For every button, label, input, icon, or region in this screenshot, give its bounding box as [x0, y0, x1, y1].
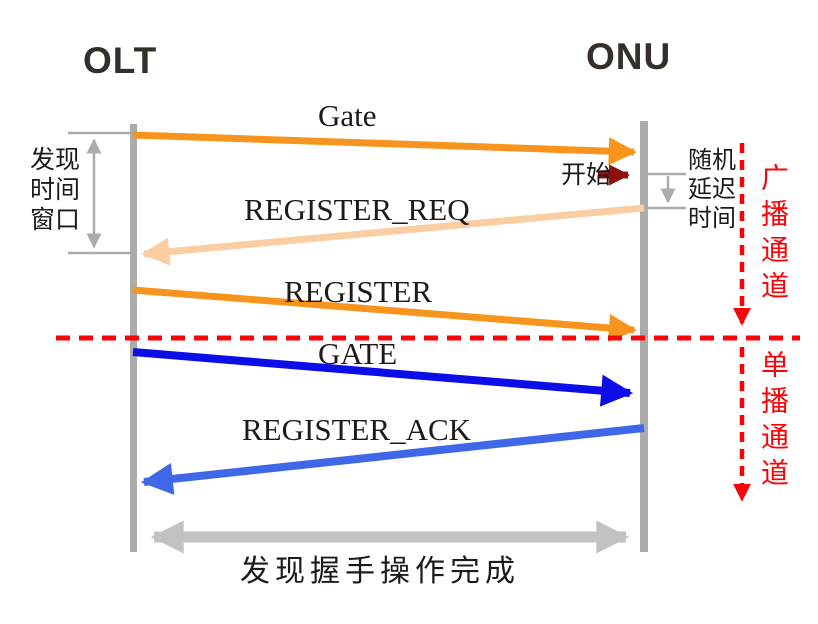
discovery-window-label: 发现时间窗口 [30, 147, 81, 234]
handshake-complete-label: 发现握手操作完成 [240, 555, 520, 588]
register-ack-message-label: REGISTER_ACK [242, 412, 472, 447]
gate-uppercase-arrow [132, 348, 634, 407]
gate-message-label: Gate [318, 98, 377, 133]
gate-uppercase-message-label: GATE [318, 336, 398, 371]
gate-arrow [132, 131, 637, 166]
register-ack-arrow [140, 424, 645, 495]
register-arrow [132, 286, 637, 342]
register-req-message-label: REGISTER_REQ [244, 192, 470, 227]
onu-entity-label: ONU [586, 36, 672, 77]
register-req-arrow [141, 204, 645, 266]
start-label: 开始 [561, 162, 612, 189]
unicast-channel-label: 单播通道 [757, 350, 788, 494]
register-message-label: REGISTER [284, 274, 433, 309]
random-delay-label: 随机延迟时间 [688, 148, 736, 232]
olt-entity-label: OLT [83, 40, 158, 81]
broadcast-channel-label: 广播通道 [757, 163, 788, 307]
